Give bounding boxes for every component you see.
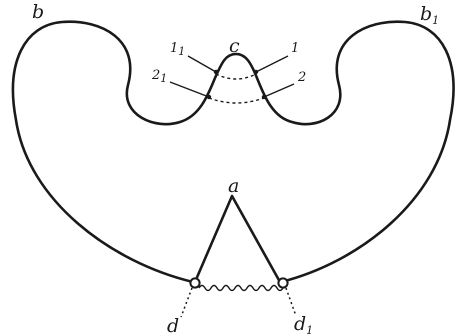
leader-line-1-prime bbox=[188, 56, 216, 72]
leader-line-2-prime bbox=[170, 82, 209, 97]
label-b1: b1 bbox=[420, 3, 439, 27]
label-c: c bbox=[229, 35, 240, 57]
dotted-lead-d1 bbox=[286, 288, 296, 316]
dashed-chord-upper bbox=[216, 74, 256, 79]
label-a: a bbox=[228, 175, 239, 197]
leader-line-1 bbox=[256, 56, 288, 72]
label-d1: d1 bbox=[294, 313, 313, 335]
label-1-prime: 11 bbox=[170, 41, 185, 58]
label-d: d bbox=[167, 315, 179, 335]
terminal-right bbox=[278, 278, 287, 287]
inner-triangle bbox=[195, 196, 280, 282]
label-2-prime: 21 bbox=[151, 68, 167, 85]
dotted-lead-d bbox=[181, 288, 192, 317]
dashed-chord-lower bbox=[209, 98, 264, 103]
label-1: 1 bbox=[291, 41, 299, 56]
wavy-connector bbox=[199, 286, 283, 291]
leader-line-2 bbox=[264, 84, 294, 97]
label-b: b bbox=[32, 1, 44, 23]
main-outline-curve bbox=[13, 22, 453, 282]
terminal-left bbox=[190, 278, 199, 287]
label-2: 2 bbox=[297, 70, 306, 85]
